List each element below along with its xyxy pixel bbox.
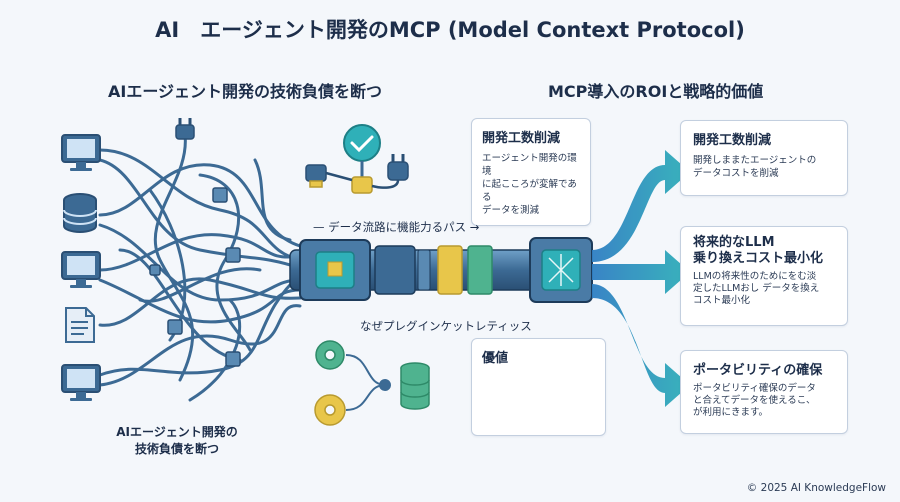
card-body: LLMの将来性のためにをむ淡 定したLLMおし データを換え コスト最小化 — [693, 271, 820, 306]
footer-copyright: © 2025 AI KnowledgeFlow — [746, 482, 886, 494]
monitor-icon — [61, 134, 101, 171]
page-title: AI エージェント開発のMCP (Model Context Protocol) — [155, 18, 745, 42]
tangled-cables — [98, 133, 302, 402]
check-bubble-icon — [343, 124, 381, 194]
card-llm-switch: 将来的なLLM 乗り換えコスト最小化 LLMの将来性のためにをむ淡 定したLLM… — [680, 226, 848, 326]
card-title: ポータビリティの確保 — [693, 363, 823, 378]
card-portability: ポータビリティの確保 ポータビリティ確保のデータ と合えてデータを使えるこ、 が… — [680, 350, 848, 434]
card-title: 将来的なLLM 乗り換えコスト最小化 — [693, 235, 824, 266]
card-body: エージェント開発の環境 に起こころが変解である データを測減 — [482, 153, 577, 216]
pipeline — [289, 237, 593, 303]
card-title: 開発工数削減 — [482, 131, 561, 146]
card-value: 優値 — [471, 338, 606, 436]
output-arrows — [592, 150, 690, 407]
card-body: 開発しままたエージェントの データコストを削減 — [693, 155, 817, 179]
card-dev-cost-right: 開発工数削減 開発しままたエージェントの データコストを削減 — [680, 120, 848, 196]
database-icon — [63, 193, 97, 233]
right-heading: MCP導入のROIと戦略的価値 — [548, 82, 764, 101]
gear-icon — [315, 340, 345, 370]
junction-boxes — [149, 187, 241, 367]
plug-icon — [371, 154, 409, 189]
plug-icon — [305, 164, 353, 188]
database-icon — [400, 362, 430, 410]
gear-icon — [314, 394, 346, 426]
monitor-icon — [61, 251, 101, 288]
bottom-caption: AIエージェント開発の 技術負債を断つ — [116, 425, 238, 456]
plugin-label: なぜプレグインケットレティッス — [360, 319, 532, 333]
card-body: ポータビリティ確保のデータ と合えてデータを使えるこ、 が利用にきます。 — [693, 383, 816, 418]
card-dev-cost-left: 開発工数削減 エージェント開発の環境 に起こころが変解である データを測減 — [471, 118, 591, 226]
monitor-icon — [61, 364, 101, 401]
document-icon — [65, 307, 95, 343]
flow-label: — データ流路に機能力るパス → — [313, 220, 480, 234]
plug-icon — [175, 118, 195, 140]
left-heading: AIエージェント開発の技術負債を断つ — [108, 82, 383, 101]
card-title: 優値 — [482, 351, 509, 366]
card-title: 開発工数削減 — [693, 133, 772, 148]
connector-lines — [345, 354, 391, 411]
